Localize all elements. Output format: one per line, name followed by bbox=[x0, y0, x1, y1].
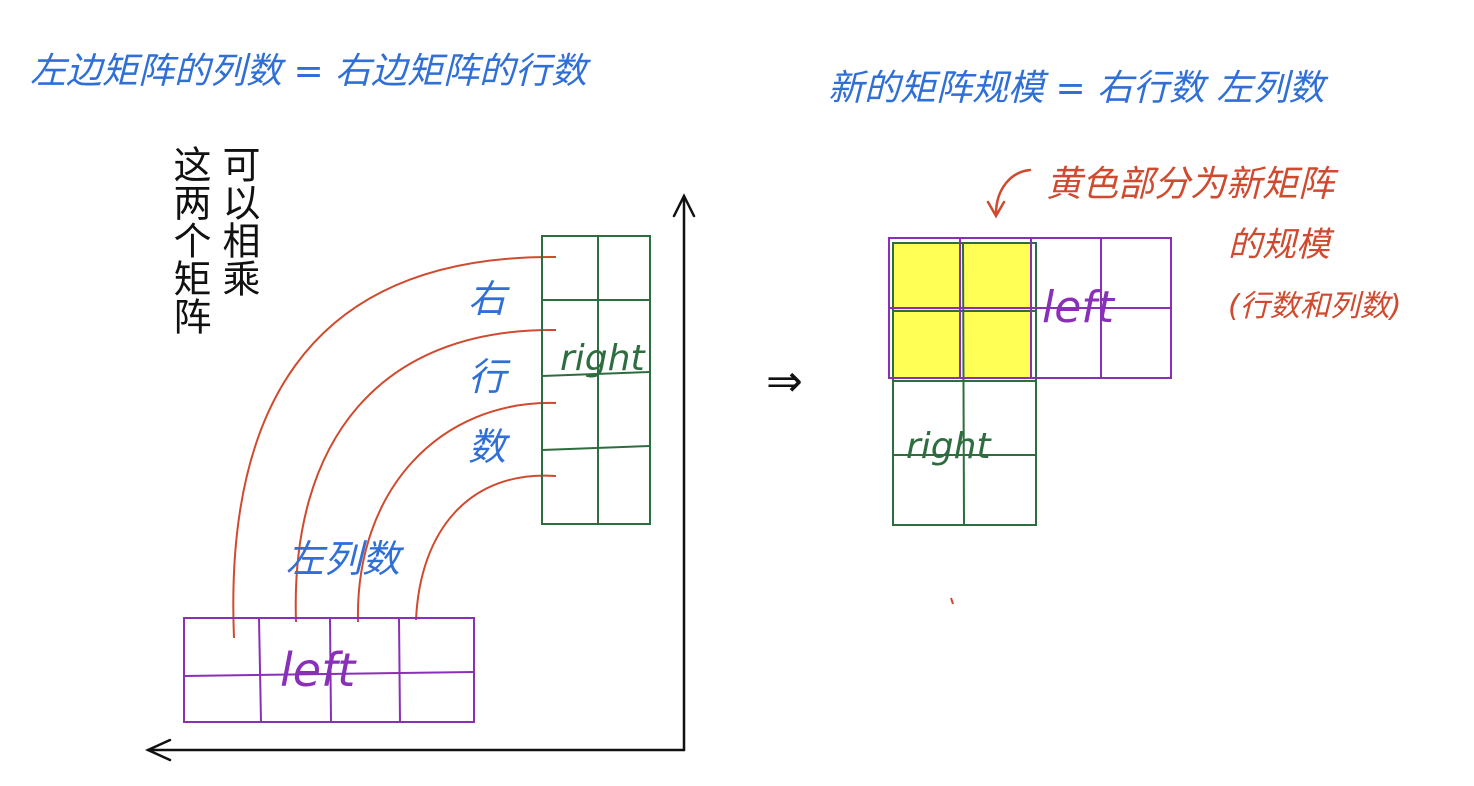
condition-column-2: 可以相乘 bbox=[108, 145, 260, 296]
left-matrix bbox=[183, 617, 475, 723]
left-matrix-label: left bbox=[280, 643, 357, 697]
right-matrix-row-divider-3 bbox=[541, 445, 651, 451]
connector-curve-1 bbox=[232, 255, 557, 639]
rule-right-note: 新的矩阵规模 = 右行数 左列数 bbox=[828, 68, 1328, 109]
annotation-arrow bbox=[986, 168, 1032, 219]
left-cols-label: 左列数 bbox=[286, 537, 405, 581]
result-yellow-area bbox=[894, 244, 1030, 378]
yellow-note-line-1: 黄色部分为新矩阵 bbox=[1046, 164, 1339, 205]
right-matrix bbox=[541, 235, 651, 525]
left-matrix-col-divider-1 bbox=[258, 617, 262, 723]
vertical-axis-arrowhead bbox=[672, 193, 696, 218]
yellow-cell-2 bbox=[964, 244, 1030, 310]
horizontal-axis-arrowhead bbox=[144, 738, 172, 762]
left-matrix-col-divider-2 bbox=[329, 617, 332, 723]
result-left-label: left bbox=[1042, 282, 1116, 333]
right-matrix-border bbox=[541, 235, 651, 525]
yellow-cell-4 bbox=[964, 312, 1030, 378]
result-right-matrix-col-divider bbox=[962, 242, 965, 526]
result-left-matrix bbox=[888, 237, 1172, 379]
column-row-connectors bbox=[232, 255, 557, 639]
stray-pen-mark bbox=[950, 597, 954, 605]
left-matrix-border bbox=[183, 617, 475, 723]
yellow-note-line-3: (行数和列数) bbox=[1228, 289, 1401, 324]
implies-symbol: ⇒ bbox=[766, 356, 803, 407]
connector-curve-4 bbox=[415, 474, 557, 621]
result-right-label: right bbox=[906, 426, 992, 467]
result-right-matrix-border bbox=[892, 242, 1037, 526]
result-right-matrix bbox=[892, 242, 1037, 526]
right-rows-label-char-2: 行 bbox=[468, 355, 511, 399]
connector-curve-3 bbox=[356, 401, 557, 623]
yellow-cell-1 bbox=[894, 244, 960, 310]
yellow-note-line-2: 的规模 bbox=[1228, 225, 1335, 265]
right-matrix-row-divider-2 bbox=[541, 371, 651, 377]
right-rows-label-char-1: 右 bbox=[468, 277, 510, 321]
right-rows-label-char-3: 数 bbox=[468, 425, 511, 469]
connector-curve-2 bbox=[294, 328, 557, 623]
left-matrix-col-divider-3 bbox=[398, 617, 401, 723]
rule-left-note: 左边矩阵的列数 = 右边矩阵的行数 bbox=[30, 51, 591, 92]
yellow-cell-3 bbox=[894, 312, 960, 378]
condition-column-2-text: 可以相乘 bbox=[108, 145, 260, 296]
axes bbox=[144, 193, 696, 762]
left-matrix-row-divider bbox=[183, 671, 475, 677]
right-matrix-label: right bbox=[560, 338, 646, 379]
